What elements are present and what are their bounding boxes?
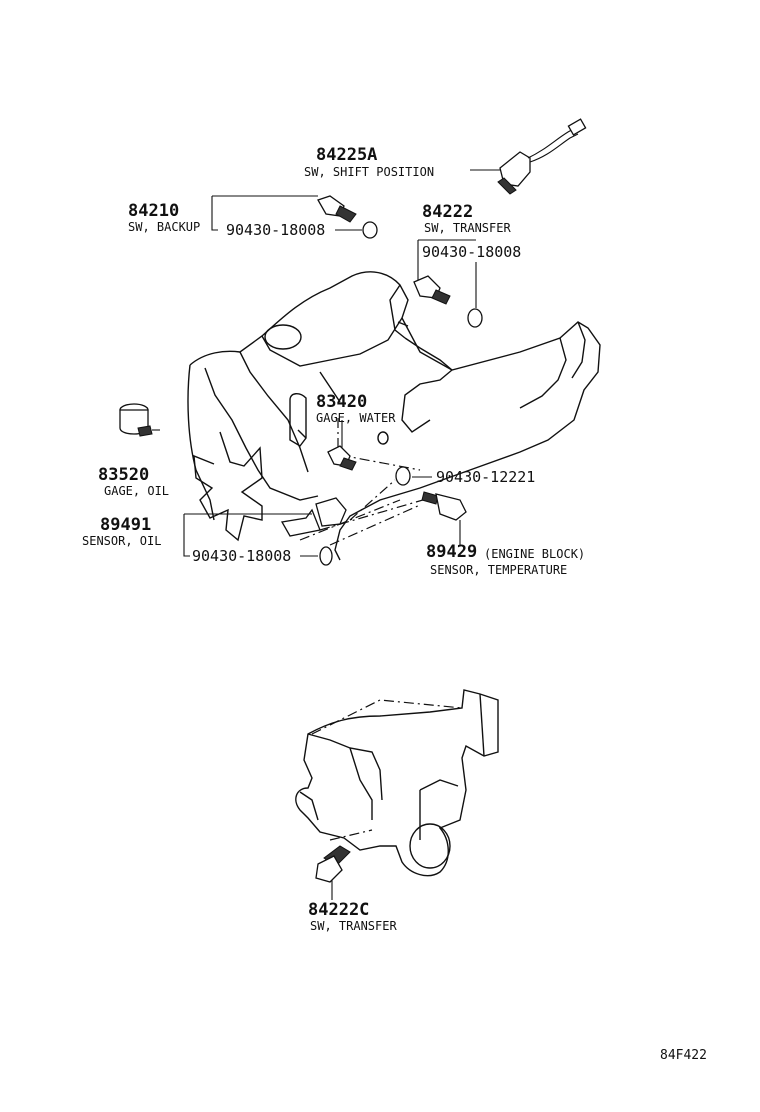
backup-switch-part xyxy=(211,195,378,239)
part-note-engine-block: (ENGINE BLOCK) xyxy=(484,547,586,561)
part-number-gasket-12221: 90430-12221 xyxy=(436,468,536,486)
leader-lines xyxy=(299,418,441,546)
part-number-89491: 89491 xyxy=(100,515,152,535)
part-desc-oil-sensor: SENSOR, OIL xyxy=(82,534,162,548)
transfer-case-outline xyxy=(295,689,499,877)
part-number-gasket-89491: 90430-18008 xyxy=(192,547,292,565)
part-desc-water-gage: GAGE, WATER xyxy=(316,411,396,425)
part-desc-oil-gage: GAGE, OIL xyxy=(104,484,170,498)
part-number-89429: 89429 xyxy=(426,542,478,562)
water-gage-part xyxy=(327,420,357,471)
part-number-84222c: 84222C xyxy=(308,900,370,920)
oil-sensor-part xyxy=(183,497,347,566)
diagram-code: 84F422 xyxy=(660,1048,707,1063)
part-number-84225a: 84225A xyxy=(316,145,378,165)
part-desc-transfer-c: SW, TRANSFER xyxy=(310,919,397,933)
shift-position-switch-part xyxy=(470,118,587,195)
part-number-84222: 84222 xyxy=(422,202,474,222)
transfer-switch-c-part xyxy=(315,845,351,900)
part-desc-backup: SW, BACKUP xyxy=(128,220,201,234)
engine-transmission-outline xyxy=(187,271,601,561)
part-number-83520: 83520 xyxy=(98,465,150,485)
part-desc-temperature-sensor: SENSOR, TEMPERATURE xyxy=(430,563,568,577)
oil-gage-part xyxy=(119,403,160,437)
temperature-sensor-part xyxy=(421,491,467,545)
part-number-gasket-84210: 90430-18008 xyxy=(226,221,326,239)
gasket-12221-part xyxy=(395,466,432,486)
part-number-84210: 84210 xyxy=(128,201,180,221)
part-number-83420: 83420 xyxy=(316,392,368,412)
engine-fan xyxy=(193,431,263,542)
part-number-gasket-84222: 90430-18008 xyxy=(422,243,522,261)
part-desc-shift-position: SW, SHIFT POSITION xyxy=(304,165,435,179)
transfer-switch-part xyxy=(413,239,483,328)
part-desc-transfer: SW, TRANSFER xyxy=(424,221,511,235)
